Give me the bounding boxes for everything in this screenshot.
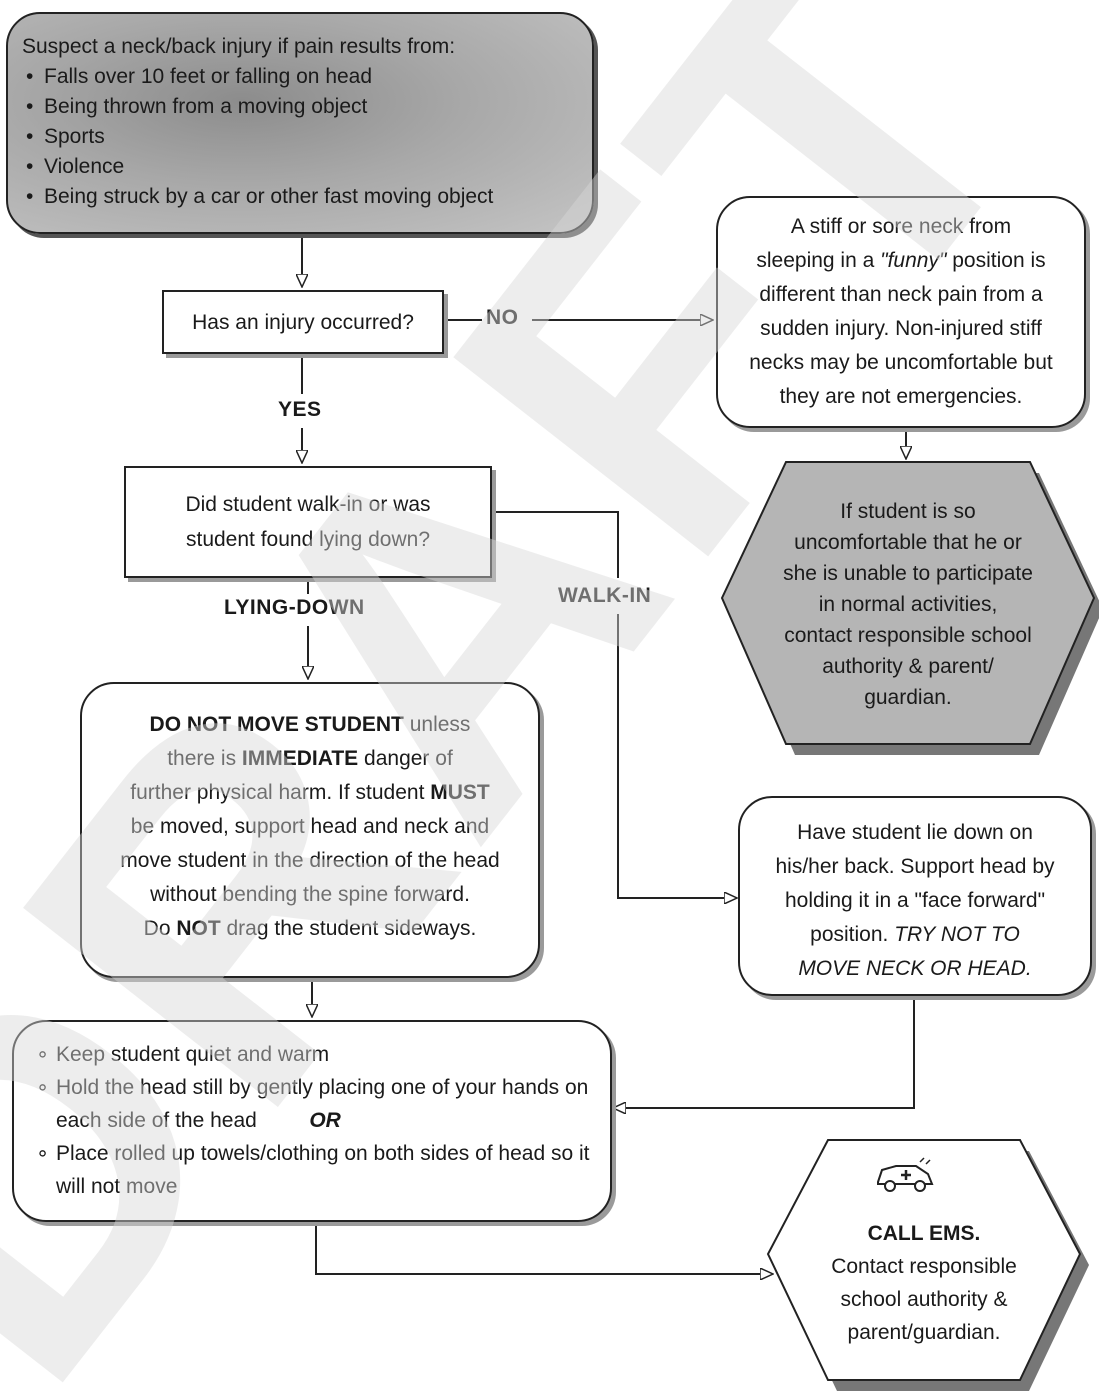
stiff-neck-funny: "funny" <box>880 249 947 272</box>
question-walkin-line: student found lying down? <box>185 528 430 551</box>
lie-down-italic: MOVE NECK OR HEAD. <box>798 957 1032 980</box>
start-box: Suspect a neck/back injury if pain resul… <box>6 12 594 234</box>
arrow-keepquiet-to-ems <box>315 1222 772 1274</box>
uncomfortable-line: guardian. <box>864 685 952 709</box>
start-box-title: Suspect a neck/back injury if pain resul… <box>22 35 456 58</box>
lie-down-line: holding it in a "face forward" <box>784 889 1046 912</box>
do-not-move-line: there is IMMEDIATE danger of <box>82 742 538 776</box>
do-not-move-line: move student in the direction of the hea… <box>120 849 500 872</box>
stiff-neck-line: A stiff or sore neck from <box>790 215 1012 238</box>
call-ems-line: Contact responsible <box>831 1255 1017 1278</box>
do-not-move-text: danger of <box>358 747 453 770</box>
do-not-move-text: Do <box>143 917 177 940</box>
stiff-neck-line: sudden injury. Non-injured stiff <box>760 317 1042 340</box>
lie-down-line: MOVE NECK OR HEAD. <box>740 952 1090 986</box>
keep-quiet-text: Hold the head still by gently placing on… <box>56 1076 589 1132</box>
question-walkin-line: Did student walk-in or was <box>185 493 431 516</box>
lie-down-line: his/her back. Support head by <box>775 855 1055 878</box>
start-box-list: Falls over 10 feet or falling on head Be… <box>22 62 580 212</box>
stiff-neck-box: A stiff or sore neck from sleeping in a … <box>716 196 1086 428</box>
list-item: Falls over 10 feet or falling on head <box>22 62 580 92</box>
uncomfortable-line: authority & parent/ <box>822 654 994 678</box>
stiff-neck-text: position is <box>946 249 1046 272</box>
ambulance-icon <box>877 1157 934 1192</box>
lie-down-text: position. <box>810 923 895 946</box>
keep-quiet-or: OR <box>309 1109 341 1132</box>
do-not-move-box: DO NOT MOVE STUDENT unless there is IMME… <box>80 682 540 978</box>
stiff-neck-line: sleeping in a "funny" position is <box>718 244 1084 278</box>
uncomfortable-line: If student is so <box>840 499 976 523</box>
do-not-move-line: without bending the spine forward. <box>150 883 470 906</box>
stiff-neck-text: sleeping in a <box>756 249 881 272</box>
hexagon-ems <box>766 1139 1082 1381</box>
list-item: Violence <box>22 152 580 182</box>
call-ems-hexagon: CALL EMS. Contact responsible school aut… <box>768 1140 1080 1380</box>
call-ems-text: CALL EMS. Contact responsible school aut… <box>768 1188 1080 1378</box>
uncomfortable-line: uncomfortable that he or <box>794 530 1022 554</box>
uncomfortable-line: she is unable to participate <box>783 561 1033 585</box>
lie-down-italic: TRY NOT TO <box>894 923 1020 946</box>
label-no: NO <box>486 306 519 329</box>
label-lying-down: LYING-DOWN <box>224 596 365 619</box>
lie-down-box: Have student lie down on his/her back. S… <box>738 796 1092 996</box>
list-item: Keep student quiet and warm <box>34 1038 596 1071</box>
question-injury-box: Has an injury occurred? <box>162 290 444 354</box>
uncomfortable-line: contact responsible school <box>784 623 1032 647</box>
list-item: Being thrown from a moving object <box>22 92 580 122</box>
label-yes: YES <box>278 398 322 421</box>
do-not-move-emphasis: DO NOT MOVE STUDENT <box>149 713 404 736</box>
lie-down-line: Have student lie down on <box>797 821 1033 844</box>
hexagon-uncomfortable <box>720 461 1096 745</box>
label-walk-in: WALK-IN <box>558 584 652 607</box>
arrow-liedown-to-keepquiet <box>614 996 915 1108</box>
do-not-move-line: be moved, support head and neck and <box>130 815 490 838</box>
do-not-move-line: Do NOT drag the student sideways. <box>82 912 538 946</box>
call-ems-title: CALL EMS. <box>867 1222 981 1245</box>
uncomfortable-line: in normal activities, <box>818 592 998 616</box>
arrow-walkin-to-liedown <box>617 614 736 898</box>
list-item: Sports <box>22 122 580 152</box>
keep-quiet-list: Keep student quiet and warm Hold the hea… <box>34 1038 596 1203</box>
question-injury-text: Has an injury occurred? <box>192 310 414 334</box>
question-walkin-box: Did student walk-in or was student found… <box>124 466 492 578</box>
do-not-move-emphasis: MUST <box>430 781 490 804</box>
do-not-move-line: DO NOT MOVE STUDENT unless <box>82 708 538 742</box>
call-ems-line: parent/guardian. <box>847 1321 1001 1344</box>
stiff-neck-line: they are not emergencies. <box>779 385 1023 408</box>
list-item: Being struck by a car or other fast movi… <box>22 182 580 212</box>
list-item: Hold the head still by gently placing on… <box>34 1071 596 1137</box>
uncomfortable-text: If student is so uncomfortable that he o… <box>722 474 1094 734</box>
call-ems-line: school authority & <box>840 1288 1008 1311</box>
do-not-move-text: unless <box>403 713 471 736</box>
stiff-neck-line: different than neck pain from a <box>759 283 1043 306</box>
lie-down-line: position. TRY NOT TO <box>740 918 1090 952</box>
do-not-move-line: further physical harm. If student MUST <box>82 776 538 810</box>
do-not-move-emphasis: IMMEDIATE <box>241 747 359 770</box>
do-not-move-text: there is <box>167 747 242 770</box>
keep-quiet-box: Keep student quiet and warm Hold the hea… <box>12 1020 612 1222</box>
do-not-move-emphasis: NOT <box>176 917 221 940</box>
do-not-move-text: further physical harm. If student <box>130 781 431 804</box>
uncomfortable-hexagon: If student is so uncomfortable that he o… <box>722 462 1094 744</box>
do-not-move-text: drag the student sideways. <box>220 917 477 940</box>
list-item: Place rolled up towels/clothing on both … <box>34 1137 596 1203</box>
arrow-q2-walkin <box>492 511 619 578</box>
stiff-neck-line: necks may be uncomfortable but <box>749 351 1053 374</box>
